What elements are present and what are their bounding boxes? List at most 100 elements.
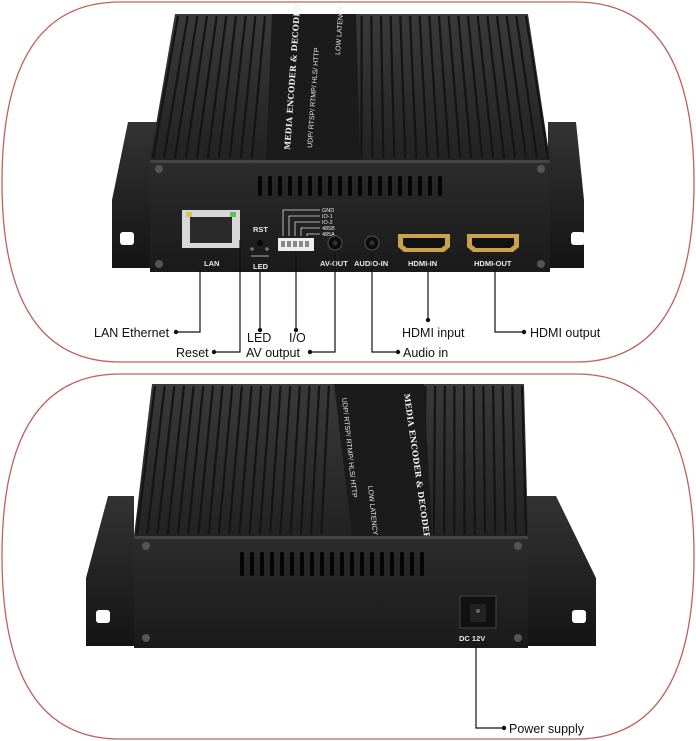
heatsink-fin: [250, 15, 267, 159]
vent-slot: [408, 176, 412, 196]
vent-slot: [340, 552, 344, 576]
callout-hdmi-output: HDMI output: [530, 326, 601, 340]
vent-slot: [290, 552, 294, 576]
vent-slot: [310, 552, 314, 576]
callout-lan-ethernet: LAN Ethernet: [94, 326, 170, 340]
vent-slot: [360, 552, 364, 576]
vent-slot: [298, 176, 302, 196]
led-indicator-1: [250, 247, 254, 251]
heatsink-fin: [299, 385, 311, 535]
vent-slot: [398, 176, 402, 196]
heatsink-fin: [238, 385, 253, 535]
callout-hdmi-input: HDMI input: [402, 326, 465, 340]
rear-label-plate: [334, 384, 432, 536]
heatsink-fin: [217, 15, 238, 159]
heatsink-fin: [428, 15, 440, 159]
reset-button: [257, 240, 263, 246]
vent-slot: [428, 176, 432, 196]
heatsink-fin: [173, 15, 199, 159]
heatsink-fin: [309, 385, 321, 535]
vent-slot: [240, 552, 244, 576]
heatsink-fin: [511, 385, 517, 535]
vent-slot: [320, 552, 324, 576]
485b-label: 485B: [322, 226, 335, 232]
heatsink-fin: [279, 385, 292, 535]
heatsink-fin: [486, 15, 506, 159]
rear-view-frame: [1, 373, 695, 740]
vent-slot: [348, 176, 352, 196]
vent-slot: [420, 552, 424, 576]
front-label-latency: LOW LATENCY: [335, 5, 345, 55]
right-bracket: [548, 122, 585, 268]
heatsink-fin: [166, 385, 186, 535]
heatsink-fin: [432, 385, 437, 535]
dc-label: DC 12V: [459, 634, 485, 643]
heatsink-fin: [379, 15, 385, 159]
vent-slot: [308, 176, 312, 196]
vent-slot: [438, 176, 442, 196]
audio-in-jack: AUDIO-IN: [354, 235, 388, 268]
heatsink-fin: [495, 15, 517, 159]
vent-slot: [400, 552, 404, 576]
callout-led: LED: [247, 331, 271, 345]
heatsink-fin: [491, 385, 497, 535]
vent-slot: [258, 176, 262, 196]
vent-slot: [418, 176, 422, 196]
gnd-label: GND: [322, 208, 334, 214]
heatsink-fin: [156, 385, 176, 535]
vent-slot: [250, 552, 254, 576]
heatsink-fin: [482, 385, 487, 535]
heatsink-fin: [162, 15, 189, 159]
callout-audio-in: Audio in: [403, 346, 448, 360]
heatsink-fin: [370, 15, 374, 159]
led-label: LED: [253, 262, 269, 271]
rst-label: RST: [253, 225, 268, 234]
rear-callouts: Power supply: [475, 646, 585, 736]
av-out-label: AV-OUT: [320, 259, 348, 268]
vent-slot: [300, 552, 304, 576]
callout-power-supply: Power supply: [509, 722, 585, 736]
heatsink-fin: [217, 385, 234, 535]
vent-slot: [260, 552, 264, 576]
heatsink-fin: [135, 385, 157, 535]
vent-slot: [350, 552, 354, 576]
vent-slot: [270, 552, 274, 576]
front-device: MEDIA ENCODER & DECODER H264/H265 UDP/ R…: [112, 0, 585, 272]
heatsink-fin: [151, 15, 180, 159]
heatsink-fin: [268, 385, 282, 535]
heatsink-fin: [457, 15, 473, 159]
hdmi-out-port: HDMI-OUT: [467, 234, 519, 268]
heatsink-fin: [289, 385, 301, 535]
heatsink-fin: [515, 15, 539, 159]
front-label-plate: [266, 14, 360, 160]
vent-slot: [388, 176, 392, 196]
heatsink-fin: [524, 15, 550, 159]
heatsink-fin: [501, 385, 507, 535]
vent-slot: [338, 176, 342, 196]
heatsink-fin: [320, 385, 330, 535]
callout-av-output: AV output: [246, 346, 301, 360]
vent-slot: [368, 176, 372, 196]
vent-slot: [378, 176, 382, 196]
io2-label: IO-2: [322, 220, 333, 226]
heatsink-fin: [466, 15, 484, 159]
callout-reset: Reset: [176, 346, 209, 360]
heatsink-fin: [389, 15, 396, 159]
heatsink-fin: [520, 385, 528, 535]
heatsink-fin: [472, 385, 476, 535]
front-view-frame: [1, 1, 695, 363]
heatsink-fin: [187, 385, 205, 535]
hdmi-in-port: HDMI-IN: [398, 234, 450, 268]
heatsink-fin: [505, 15, 528, 159]
heatsink-fin: [248, 385, 263, 535]
heatsink-fin: [197, 385, 215, 535]
heatsink-fin: [408, 15, 418, 159]
vent-slot: [278, 176, 282, 196]
hdmi-out-label: HDMI-OUT: [474, 259, 512, 268]
rear-device: MEDIA ENCODER & DECODER H264/H265 UDP/ R…: [86, 384, 596, 648]
dc-power-jack: DC 12V: [459, 595, 497, 643]
vent-slot: [318, 176, 322, 196]
front-callouts: LAN Ethernet Reset LED I/O AV output Aud…: [94, 240, 601, 360]
vent-slot: [358, 176, 362, 196]
